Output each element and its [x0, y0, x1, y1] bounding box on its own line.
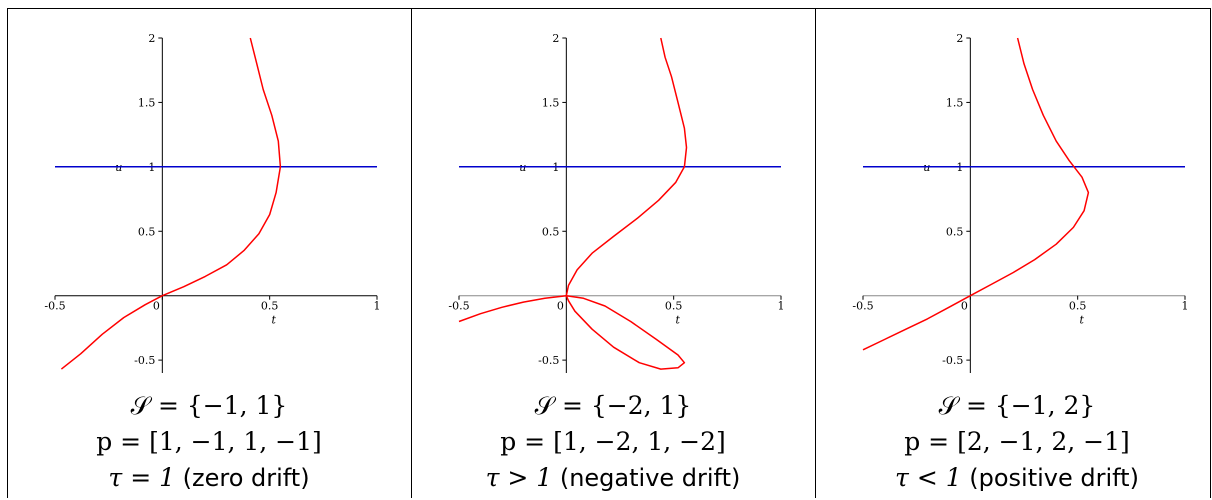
series-line-red — [458, 37, 688, 370]
x-tick-label: 0 — [961, 300, 968, 313]
x-tick-label: 0.5 — [1069, 300, 1087, 313]
y-tick-label: 0.5 — [946, 225, 964, 238]
x-axis-label: t — [675, 314, 680, 327]
y-tick-label: 1.5 — [946, 96, 964, 109]
y-tick-label: 1.5 — [138, 96, 156, 109]
series-line-red — [60, 37, 282, 370]
y-tick-label: 2 — [148, 32, 155, 45]
caption-p-line: p = [2, −1, 2, −1] — [904, 427, 1130, 456]
y-tick-label: 2 — [552, 32, 559, 45]
caption-tau-math: τ > 1 — [485, 463, 553, 492]
x-tick-label: 1 — [1182, 300, 1189, 313]
y-tick-label: 0.5 — [542, 225, 560, 238]
caption-tau-math: τ = 1 — [108, 463, 175, 492]
chart-caption: 𝒮 = {−1, 1} p = [1, −1, 1, −1] τ = 1 (zero… — [7, 388, 411, 496]
y-tick-label: -0.5 — [942, 354, 963, 367]
x-tick-label: 0.5 — [261, 300, 279, 313]
x-tick-label: 0 — [557, 300, 564, 313]
x-axis-label: t — [1079, 314, 1084, 327]
caption-tau-line: τ = 1 (zero drift) — [7, 460, 411, 496]
x-tick-label: -0.5 — [448, 300, 469, 313]
y-tick-label: -0.5 — [538, 354, 559, 367]
caption-p-line: p = [1, −1, 1, −1] — [96, 427, 322, 456]
caption-tau-text: (positive drift) — [961, 464, 1139, 492]
x-axis-label: t — [271, 314, 276, 327]
y-tick-label: -0.5 — [134, 354, 155, 367]
panel-divider-2 — [815, 8, 816, 498]
series-line-red — [862, 37, 1090, 351]
panel-divider-1 — [411, 8, 412, 498]
y-tick-label: 0.5 — [138, 225, 156, 238]
x-tick-label: 1 — [374, 300, 381, 313]
caption-tau-line: τ < 1 (positive drift) — [815, 460, 1212, 496]
chart-caption: 𝒮 = {−1, 2} p = [2, −1, 2, −1] τ < 1 (posi… — [815, 388, 1212, 496]
caption-p-line: p = [1, −2, 1, −2] — [500, 427, 726, 456]
caption-set-line: 𝒮 = {−1, 1} — [130, 391, 288, 420]
y-tick-label: 1.5 — [542, 96, 560, 109]
x-tick-label: 0.5 — [665, 300, 683, 313]
caption-tau-line: τ > 1 (negative drift) — [411, 460, 815, 496]
y-tick-label: 2 — [956, 32, 963, 45]
caption-tau-text: (negative drift) — [552, 464, 741, 492]
x-tick-label: 1 — [778, 300, 785, 313]
caption-tau-math: τ < 1 — [895, 463, 962, 492]
caption-set-line: 𝒮 = {−1, 2} — [938, 391, 1096, 420]
x-tick-label: -0.5 — [44, 300, 65, 313]
caption-set-line: 𝒮 = {−2, 1} — [534, 391, 692, 420]
x-tick-label: 0 — [153, 300, 160, 313]
x-tick-label: -0.5 — [852, 300, 873, 313]
chart-caption: 𝒮 = {−2, 1} p = [1, −2, 1, −2] τ > 1 (nega… — [411, 388, 815, 496]
caption-tau-text: (zero drift) — [175, 464, 310, 492]
